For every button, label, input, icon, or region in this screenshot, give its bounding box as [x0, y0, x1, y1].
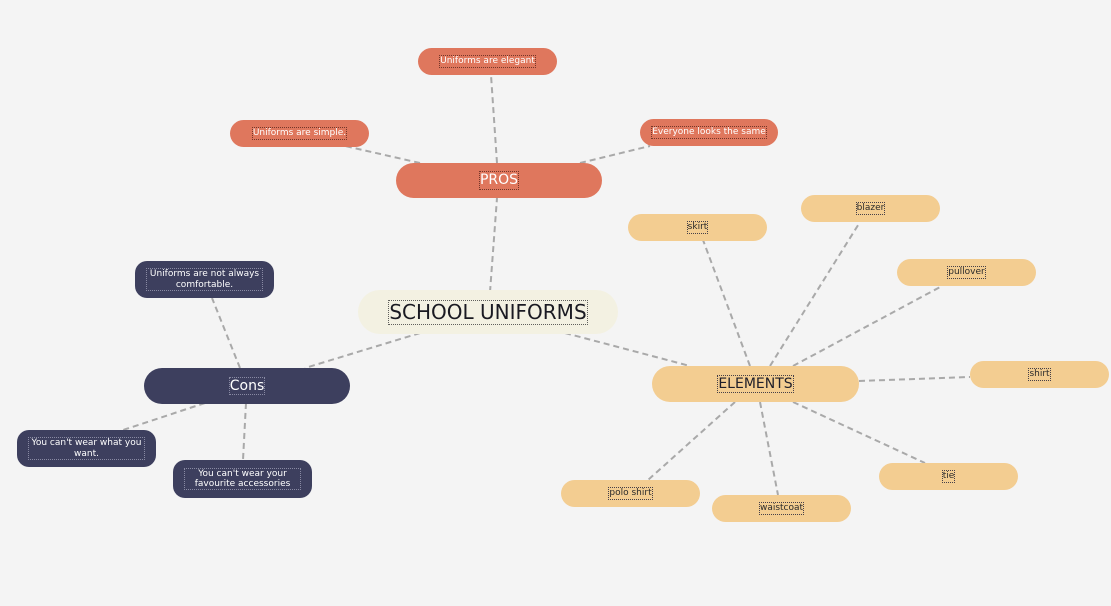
elements-item-node[interactable]: tie — [879, 463, 1018, 490]
connector-center-elements — [564, 332, 691, 367]
connector-el-pullover — [792, 285, 943, 367]
elements-item-label: blazer — [855, 202, 886, 215]
central-topic-node[interactable]: SCHOOL UNIFORMS — [358, 290, 618, 334]
pros-item-node[interactable]: Uniforms are simple. — [230, 120, 369, 147]
cons-item-node[interactable]: You can't wear what you want. — [17, 430, 156, 467]
connector-pros-elegant — [490, 74, 498, 164]
elements-branch-node[interactable]: ELEMENTS — [652, 366, 859, 402]
cons-item-node[interactable]: Uniforms are not always comfortable. — [135, 261, 274, 298]
elements-item-label: skirt — [686, 221, 709, 234]
connector-pros-same — [579, 145, 651, 164]
connector-cons-accessories — [242, 402, 247, 461]
pros-item-node[interactable]: Uniforms are elegant — [418, 48, 557, 75]
cons-item-node[interactable]: You can't wear your favourite accessorie… — [173, 460, 312, 498]
pros-item-node[interactable]: Everyone looks the same — [640, 119, 778, 146]
cons-item-label: You can't wear what you want. — [28, 437, 145, 460]
connector-el-tie — [792, 401, 926, 464]
elements-item-node[interactable]: polo shirt — [561, 480, 700, 507]
pros-branch-node[interactable]: PROS — [396, 163, 602, 198]
connector-el-blazer — [769, 221, 861, 367]
connector-el-polo — [647, 401, 736, 481]
pros-item-label: Everyone looks the same — [651, 126, 767, 139]
central-topic-label: SCHOOL UNIFORMS — [388, 299, 588, 325]
connector-cons-want — [119, 402, 206, 432]
elements-item-label: waistcoat — [758, 502, 805, 515]
elements-item-label: pullover — [947, 266, 986, 279]
elements-item-node[interactable]: blazer — [801, 195, 940, 222]
pros-item-label: Uniforms are elegant — [439, 55, 536, 68]
pros-item-label: Uniforms are simple. — [251, 127, 348, 140]
elements-item-node[interactable]: waistcoat — [712, 495, 851, 522]
elements-item-node[interactable]: shirt — [970, 361, 1109, 388]
pros-branch-label: PROS — [478, 171, 520, 190]
cons-item-label: Uniforms are not always comfortable. — [146, 268, 263, 291]
cons-branch-node[interactable]: Cons — [144, 368, 350, 404]
connector-pros-simple — [344, 145, 421, 164]
cons-branch-label: Cons — [228, 376, 266, 396]
connector-center-pros — [489, 197, 498, 293]
connector-center-cons — [304, 332, 421, 369]
connector-cons-comfortable — [211, 297, 241, 369]
elements-item-node[interactable]: pullover — [897, 259, 1036, 286]
elements-item-label: shirt — [1028, 368, 1051, 381]
connector-el-skirt — [702, 239, 751, 367]
elements-item-node[interactable]: skirt — [628, 214, 767, 241]
elements-item-label: polo shirt — [608, 487, 653, 500]
elements-item-label: tie — [941, 470, 956, 483]
connector-el-shirt — [858, 376, 971, 382]
elements-branch-label: ELEMENTS — [717, 374, 794, 394]
cons-item-label: You can't wear your favourite accessorie… — [184, 467, 301, 491]
connector-el-waistcoat — [759, 401, 779, 496]
